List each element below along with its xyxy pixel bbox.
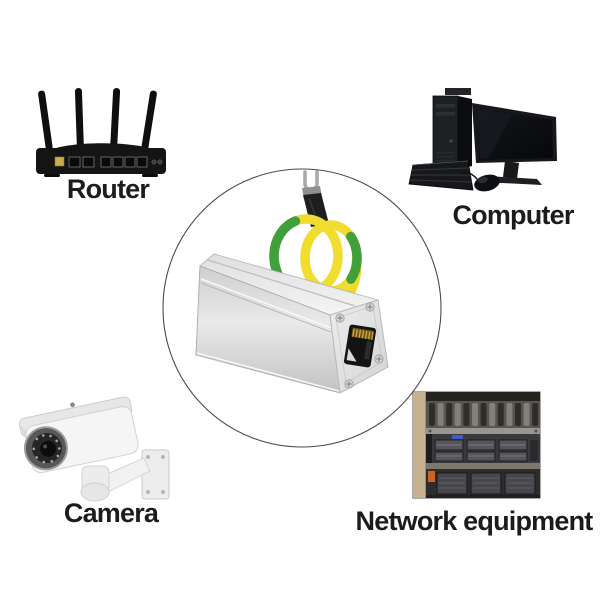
rj45-jack-icon — [343, 324, 377, 368]
hub-circle — [162, 168, 442, 448]
network-rack-icon — [412, 391, 541, 499]
surge-protector-icon — [195, 170, 389, 394]
camera-icon — [18, 396, 170, 502]
rj45-end-plate — [329, 299, 389, 394]
camera-body — [18, 396, 139, 474]
network-equipment-label: Network equipment — [355, 506, 594, 536]
router-ports — [54, 156, 163, 168]
computer-mouse — [461, 172, 500, 192]
computer-monitor — [472, 103, 557, 185]
computer-keyboard — [408, 160, 474, 191]
plate-screws — [335, 302, 384, 389]
router-label: Router — [66, 174, 150, 204]
camera-label: Camera — [63, 498, 159, 528]
surge-protector-body — [195, 253, 380, 394]
router-antennas — [38, 88, 157, 151]
computer-tower — [432, 88, 472, 171]
rack-wall — [413, 392, 426, 498]
computer-icon — [408, 88, 557, 192]
camera-ir-leds — [32, 434, 61, 464]
computer-label: Computer — [452, 200, 574, 230]
router-icon — [36, 88, 166, 177]
rack-orange-tab — [428, 471, 435, 482]
